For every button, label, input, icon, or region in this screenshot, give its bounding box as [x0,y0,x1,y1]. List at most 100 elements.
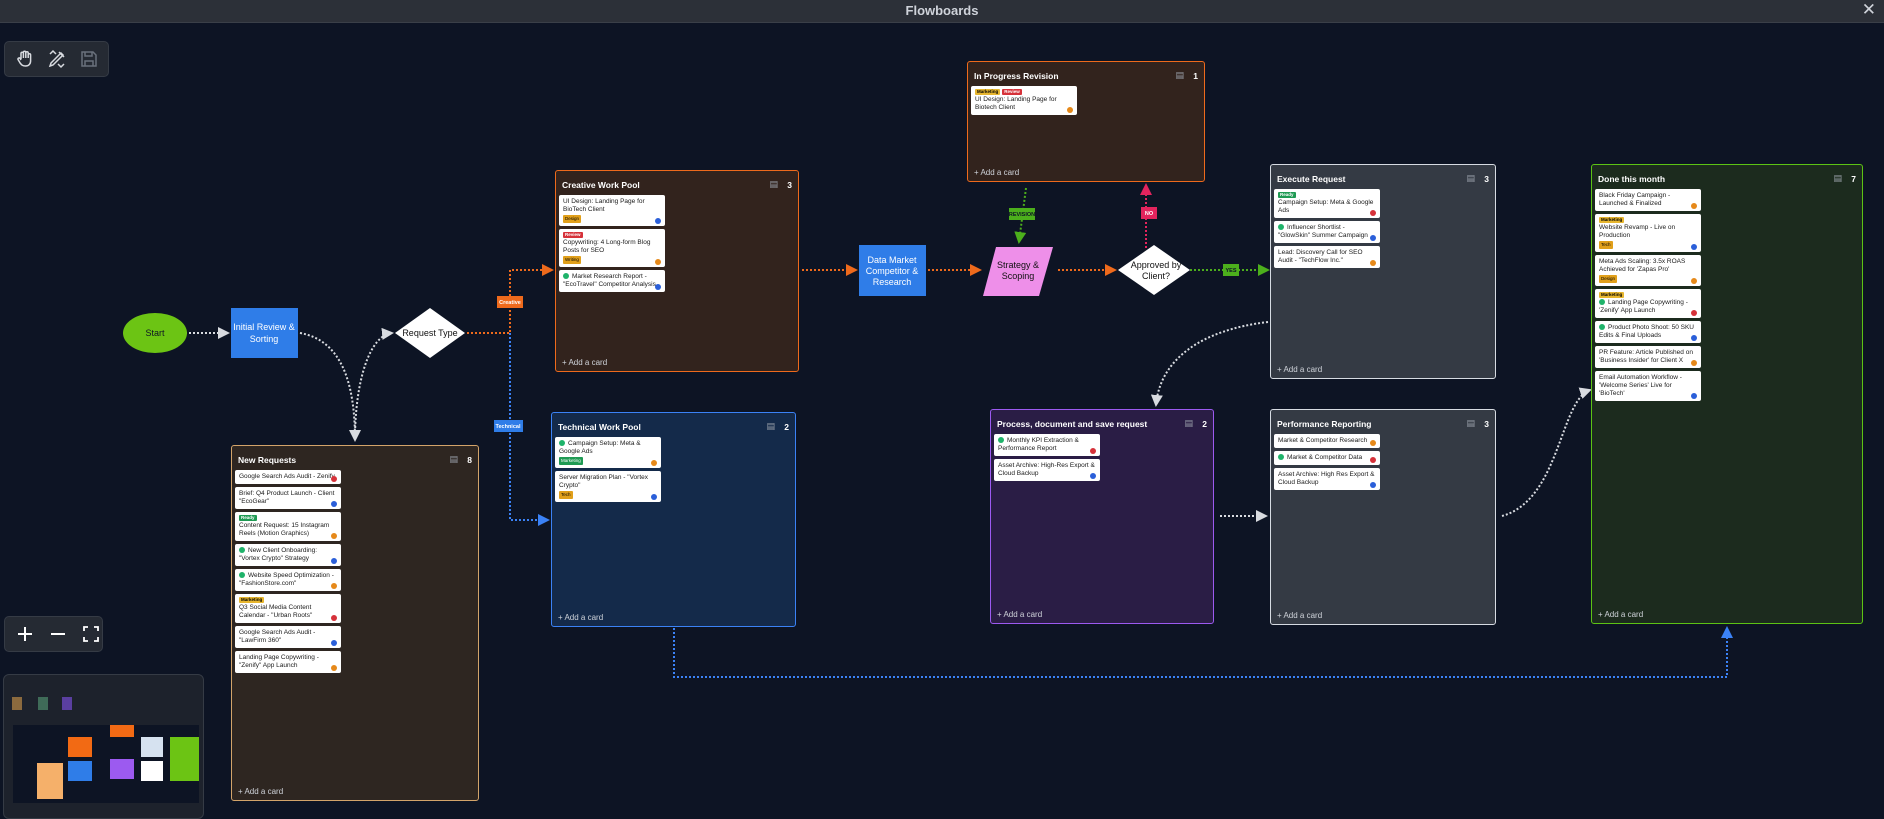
card-tag: Marketing [239,597,265,603]
add-card-button[interactable]: + Add a card [997,610,1043,619]
card-title: Lead: Discovery Call for SEO Audit - "Te… [1278,249,1376,265]
add-card-button[interactable]: + Add a card [562,358,608,367]
member-avatar-icon [655,259,661,265]
card[interactable]: Market & Competitor Research [1274,434,1380,448]
member-avatar-icon [1691,310,1697,316]
add-card-button[interactable]: + Add a card [238,787,284,796]
minimap[interactable] [3,674,204,819]
card-tag: Ready [1278,192,1296,198]
card[interactable]: Market Research Report - "EcoTravel" Com… [559,270,665,292]
initial-review-node[interactable] [231,308,298,358]
card[interactable]: Market & Competitor Data [1274,451,1380,465]
list-new-requests: New Requests ▤ 8 Google Search Ads Audit… [231,445,479,801]
card-title: Market & Competitor Data [1278,454,1376,462]
card[interactable]: Lead: Discovery Call for SEO Audit - "Te… [1274,246,1380,268]
zoom-out-button[interactable] [46,622,69,646]
approved-node[interactable] [1118,245,1190,295]
card-tags: Ready [1278,192,1376,198]
member-avatar-icon [1370,440,1376,446]
list-title: Execute Request [1277,174,1346,184]
member-avatar-icon [1691,244,1697,250]
floppy-icon[interactable] [77,47,101,71]
add-card-button[interactable]: + Add a card [558,613,604,622]
card[interactable]: Google Search Ads Audit - Zenify [235,470,341,484]
list-count: 3 [1484,174,1489,184]
card[interactable]: Brief: Q4 Product Launch - Client "EcoGe… [235,487,341,509]
start-node[interactable] [123,313,187,353]
card[interactable]: Influencer Shortlist - "GlowSkin" Summer… [1274,221,1380,243]
request-type-node[interactable] [395,308,465,358]
status-dot-icon [1599,324,1605,330]
card-text: Content Request: 15 Instagram Reels (Mot… [239,522,330,537]
card[interactable]: Black Friday Campaign - Launched & Final… [1595,189,1701,211]
list-creative-work-pool: Creative Work Pool ▤ 3 UI Design: Landin… [555,170,799,372]
member-avatar-icon [1067,107,1073,113]
strategy-node[interactable] [983,247,1053,296]
minimap-swatch [38,697,48,710]
list-menu-icon[interactable]: ▤ [766,421,775,431]
card-title: Server Migration Plan - "Vortex Crypto" [559,474,657,490]
card-title: UI Design: Landing Page for BioTech Clie… [563,198,661,214]
card-tags: Marketing [239,597,337,603]
card[interactable]: New Client Onboarding: "Vortex Crypto" S… [235,544,341,566]
edge-newrequests-requesttype [354,327,394,441]
add-card-button[interactable]: + Add a card [1598,610,1644,619]
card-text: Email Automation Workflow - 'Welcome Ser… [1599,374,1682,397]
card-label-chip: Marketing [559,457,583,465]
card[interactable]: Asset Archive: High-Res Export & Cloud B… [994,459,1100,481]
card[interactable]: Google Search Ads Audit - "LawFirm 360" [235,626,341,648]
card-title: Google Search Ads Audit - "LawFirm 360" [239,629,337,645]
card[interactable]: Server Migration Plan - "Vortex Crypto"T… [555,471,661,502]
svg-text:Research: Research [873,277,912,287]
card-title: Q3 Social Media Content Calendar - "Urba… [239,604,337,620]
card[interactable]: Asset Archive: High Res Export & Cloud B… [1274,468,1380,490]
fit-view-button[interactable] [79,622,102,646]
list-menu-icon[interactable]: ▤ [1184,418,1193,428]
list-count: 8 [467,455,472,465]
pen-ruler-icon[interactable] [45,47,69,71]
card[interactable]: PR Feature: Article Published on 'Busine… [1595,346,1701,368]
card-text: Meta Ads Scaling: 3.5x ROAS Achieved for… [1599,258,1686,273]
add-card-button[interactable]: + Add a card [1277,611,1323,620]
card-title: Meta Ads Scaling: 3.5x ROAS Achieved for… [1599,258,1697,274]
edge-requesttype-technical [509,333,550,526]
zoom-in-button[interactable] [13,622,36,646]
list-menu-icon[interactable]: ▤ [1466,173,1475,183]
card[interactable]: Monthly KPI Extraction & Performance Rep… [994,434,1100,456]
card[interactable]: Website Speed Optimization - "FashionSto… [235,569,341,591]
hand-icon[interactable] [13,47,37,71]
list-count: 3 [1484,419,1489,429]
list-menu-icon[interactable]: ▤ [769,179,778,189]
list-title: In Progress Revision [974,71,1059,81]
data-market-node[interactable] [859,245,926,296]
card[interactable]: Email Automation Workflow - 'Welcome Ser… [1595,371,1701,401]
list-menu-icon[interactable]: ▤ [449,454,458,464]
add-card-button[interactable]: + Add a card [1277,365,1323,374]
card-text: Influencer Shortlist - "GlowSkin" Summer… [1278,224,1368,239]
add-card-button[interactable]: + Add a card [974,168,1020,177]
card-title: Market Research Report - "EcoTravel" Com… [563,273,661,289]
card-stack: Monthly KPI Extraction & Performance Rep… [994,434,1100,481]
initial-review-label-1: Initial Review & [233,322,295,332]
edge-requesttype-creative [467,264,554,334]
list-menu-icon[interactable]: ▤ [1833,173,1842,183]
list-menu-icon[interactable]: ▤ [1175,70,1184,80]
card[interactable]: Meta Ads Scaling: 3.5x ROAS Achieved for… [1595,255,1701,286]
card[interactable]: Landing Page Copywriting - "Zenify" App … [235,651,341,673]
list-menu-icon[interactable]: ▤ [1466,418,1475,428]
card[interactable]: Product Photo Shoot: 50 SKU Edits & Fina… [1595,321,1701,343]
close-icon[interactable]: ✕ [1861,0,1876,19]
svg-text:Competitor &: Competitor & [866,266,919,276]
edge-label-creative [497,296,523,308]
card[interactable]: UI Design: Landing Page for BioTech Clie… [559,195,665,226]
card-text: New Client Onboarding: "Vortex Crypto" S… [239,547,318,562]
